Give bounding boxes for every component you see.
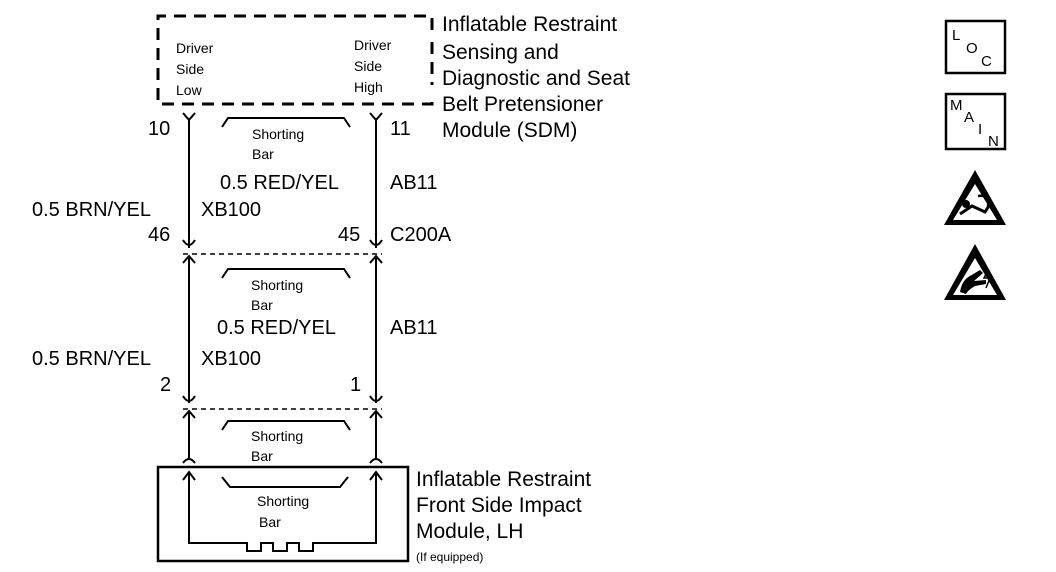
lower-left-circuit: XB100 [201, 348, 261, 370]
sdm-left-label-2: Side [176, 61, 204, 77]
connector-lower: 0.5 RED/YEL AB11 0.5 BRN/YEL XB100 2 1 [32, 317, 437, 419]
esd-warning-icon [944, 244, 1006, 300]
pin-10-label: 10 [148, 118, 170, 140]
sdm-right-label-3: High [354, 79, 383, 95]
module-terminal-left-top [182, 458, 196, 464]
terminal-pin-45-male [369, 254, 383, 264]
terminal-pin-10 [182, 112, 196, 122]
lower-right-wire: 0.5 RED/YEL [217, 317, 336, 339]
lower-shorting-bar-label-2: Bar [251, 448, 273, 464]
upper-left-wire: 0.5 BRN/YEL [32, 199, 151, 221]
mid-shorting-bar-label-2: Bar [251, 297, 273, 313]
mid-shorting-bar [221, 268, 351, 279]
impact-module-box [156, 465, 410, 563]
lower-right-circuit: AB11 [390, 317, 437, 339]
lower-shorting-bar-label-1: Shorting [251, 428, 303, 444]
pin-11-label: 11 [390, 118, 411, 140]
main-icon[interactable]: M A I N [944, 92, 1007, 151]
pin-2-label: 2 [160, 374, 171, 396]
upper-left-circuit: XB100 [201, 199, 261, 221]
sdm-outline [156, 14, 434, 106]
sdm-right-label-2: Side [354, 58, 382, 74]
svg-text:I: I [978, 121, 982, 138]
upper-right-circuit: AB11 [390, 172, 437, 194]
terminal-pin-46-male [182, 254, 196, 264]
impact-module-title-3: Module, LH [416, 520, 523, 543]
mid-shorting-bar-label-1: Shorting [251, 277, 303, 293]
sdm-title-2: Sensing and [442, 41, 559, 64]
terminal-pin-2-female [182, 395, 196, 402]
pin-1-label: 1 [350, 374, 361, 396]
connector-c200a-label: C200A [390, 224, 452, 246]
sdm-title-4: Belt Pretensioner [442, 93, 603, 116]
sdm-right-label-1: Driver [354, 37, 392, 53]
lower-shorting-bar [221, 420, 351, 431]
inner-shorting-bar [221, 476, 349, 488]
sdm-title-5: Module (SDM) [442, 119, 577, 142]
sdm-left-label-1: Driver [176, 40, 214, 56]
module-terminal-left [182, 470, 196, 481]
squib-circuit [188, 474, 377, 552]
connector-c200a: 0.5 RED/YEL AB11 0.5 BRN/YEL XB100 46 45… [32, 172, 452, 264]
terminal-pin-1-male [369, 409, 383, 419]
impact-module-title-1: Inflatable Restraint [416, 468, 591, 491]
svg-text:O: O [966, 40, 978, 57]
sdm-shorting-bar [221, 117, 351, 128]
module-terminal-right [369, 470, 383, 481]
impact-module-title-2: Front Side Impact [416, 494, 582, 517]
sdm-left-label-3: Low [176, 82, 203, 98]
sdm-shorting-bar-label-2: Bar [252, 146, 274, 162]
inner-shorting-bar-label-2: Bar [259, 514, 281, 530]
svg-text:C: C [981, 53, 992, 70]
svg-text:M: M [950, 97, 963, 114]
svg-text:L: L [952, 27, 960, 44]
svg-text:A: A [964, 109, 974, 126]
module-terminal-right-top [369, 458, 383, 464]
sdm-shorting-bar-label-1: Shorting [252, 126, 304, 142]
pin-46-label: 46 [148, 224, 170, 246]
impact-module: Shorting Bar Inflatable Restraint Front … [156, 458, 591, 564]
airbag-warning-icon [944, 170, 1006, 225]
terminal-pin-2-male [182, 409, 196, 419]
lower-left-wire: 0.5 BRN/YEL [32, 348, 151, 370]
loc-icon[interactable]: L O C [944, 19, 1007, 75]
terminal-pin-11 [369, 112, 383, 122]
inner-shorting-bar-label-1: Shorting [257, 493, 309, 509]
svg-text:N: N [988, 133, 999, 150]
terminal-pin-45-female [369, 239, 383, 246]
impact-module-note: (If equipped) [416, 550, 483, 564]
terminal-pin-46-female [182, 239, 196, 246]
terminal-pin-1-female [369, 395, 383, 402]
sdm-title-1: Inflatable Restraint [442, 13, 617, 36]
sdm-title-3: Diagnostic and Seat [442, 67, 630, 90]
sdm-module: Driver Side Low Driver Side High Inflata… [156, 13, 630, 142]
pin-45-label: 45 [338, 224, 360, 246]
upper-right-wire: 0.5 RED/YEL [220, 172, 339, 194]
